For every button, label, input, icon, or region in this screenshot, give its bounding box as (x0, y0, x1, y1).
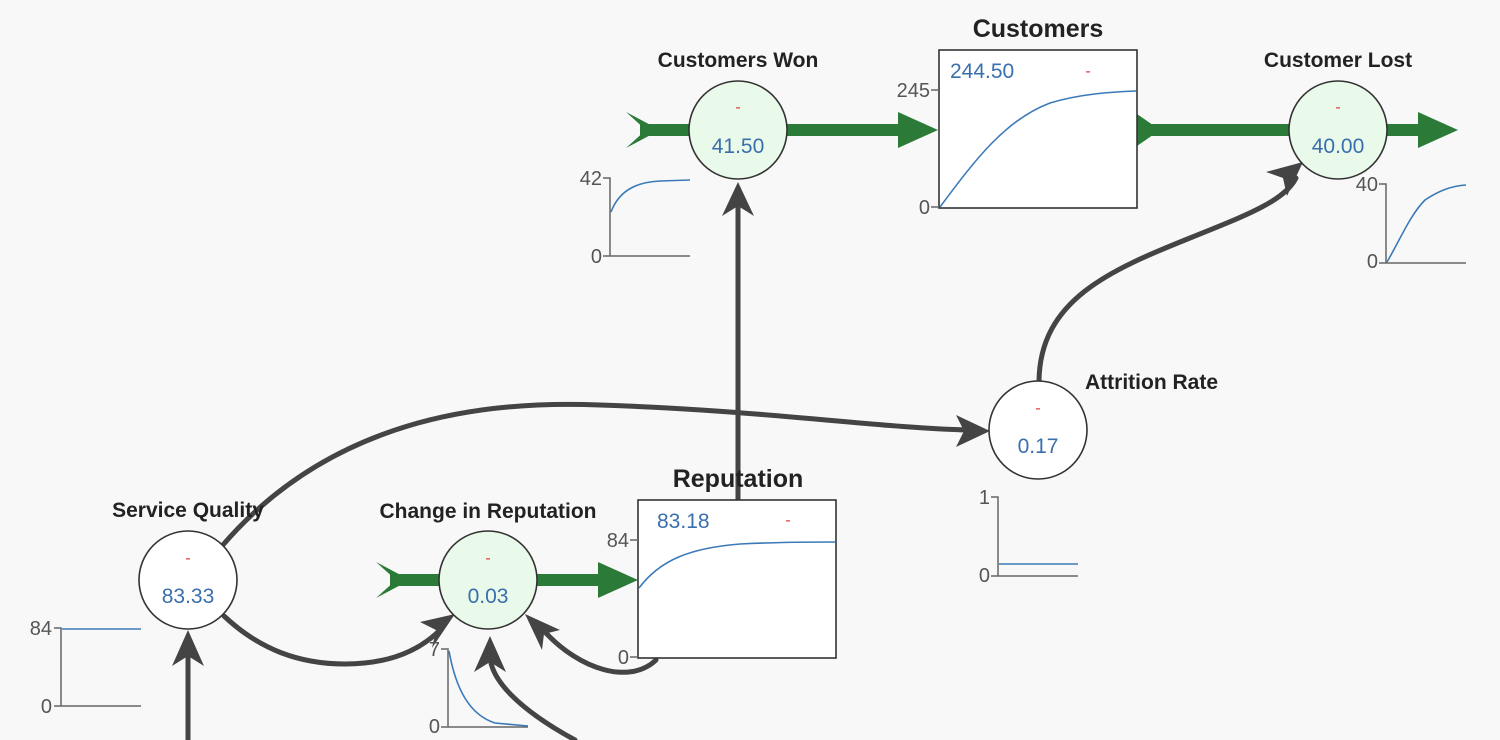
stock-node-reputation[interactable]: Reputation 83.18 - 84 0 (607, 465, 837, 669)
axis-max-label: 84 (607, 530, 629, 552)
axis-min-label: 0 (1367, 251, 1378, 273)
flow-pipe-into-change-in-reputation (376, 562, 440, 598)
axis-max-label: 42 (580, 168, 602, 190)
axis-max-label: 40 (1356, 174, 1378, 196)
axis-min-label: 0 (618, 647, 629, 669)
node-title: Customer Lost (1264, 49, 1412, 72)
axis-min-label: 0 (591, 246, 602, 268)
sparkline-curve (939, 90, 1137, 208)
node-title: Customers (973, 15, 1104, 43)
link-reputation-to-customers-won (722, 182, 754, 503)
stock-box (637, 499, 837, 659)
sparkline-service-quality: 84 0 (30, 618, 141, 718)
axis-min-label: 0 (919, 197, 930, 219)
converter-node-service-quality[interactable]: Service Quality - 83.33 (112, 499, 264, 630)
flow-pipe-won-to-customers (787, 112, 938, 148)
link-offscreen-to-service-quality (172, 630, 204, 740)
flow-node-customer-lost[interactable]: Customer Lost - 40.00 (1264, 49, 1412, 180)
axis-min-label: 0 (429, 716, 440, 738)
node-value: 244.50 (950, 60, 1014, 83)
node-status: - (785, 512, 790, 529)
node-title: Customers Won (658, 49, 819, 72)
node-value: 0.03 (468, 585, 509, 608)
link-service-quality-to-attrition-rate (219, 401, 990, 549)
node-status: - (1035, 400, 1040, 417)
converter-node-attrition-rate[interactable]: Attrition Rate - 0.17 (988, 371, 1218, 480)
flow-node-customers-won[interactable]: Customers Won - 41.50 (658, 49, 819, 180)
sparkline-change-in-reputation: 7 0 (429, 639, 529, 738)
node-value: 0.17 (1018, 435, 1059, 458)
stock-node-customers[interactable]: Customers 244.50 - 245 0 (897, 15, 1138, 219)
link-attrition-rate-to-customer-lost (1036, 162, 1303, 384)
axis-max-label: 7 (429, 639, 440, 661)
sparkline-customers-won: 42 0 (580, 168, 691, 268)
axis-min-label: 0 (979, 565, 990, 587)
node-status: - (485, 550, 490, 567)
sparkline-curve (638, 541, 836, 589)
node-status: - (1085, 63, 1090, 80)
node-value: 41.50 (712, 135, 765, 158)
node-value: 83.33 (162, 585, 215, 608)
flow-pipe-out-of-customer-lost (1387, 112, 1458, 148)
link-offscreen-to-change-in-reputation (474, 636, 578, 740)
sparkline-curve (610, 179, 691, 213)
node-value: 40.00 (1312, 135, 1365, 158)
sparkline-curve (448, 650, 529, 727)
link-service-quality-to-change-in-reputation (221, 613, 455, 667)
node-status: - (1335, 99, 1340, 116)
node-status: - (735, 99, 740, 116)
axis-max-label: 84 (30, 618, 52, 640)
flow-pipe-into-customers-won (626, 112, 690, 148)
sparkline-curve (1386, 184, 1467, 263)
axis-max-label: 1 (979, 487, 990, 509)
node-title: Service Quality (112, 499, 264, 522)
node-status: - (185, 550, 190, 567)
link-reputation-to-change-in-reputation (525, 614, 659, 675)
node-title: Reputation (673, 465, 804, 493)
converter-circle (988, 380, 1088, 480)
node-title: Attrition Rate (1085, 371, 1218, 394)
node-value: 83.18 (657, 510, 710, 533)
flow-circle (1288, 80, 1388, 180)
converter-circle (138, 530, 238, 630)
sparkline-customer-lost: 40 0 (1356, 174, 1467, 273)
flow-pipe-customers-to-lost (1137, 114, 1290, 146)
flow-node-change-in-reputation[interactable]: Change in Reputation - 0.03 (380, 500, 597, 630)
sparkline-attrition-rate: 1 0 (979, 487, 1078, 587)
flow-pipe-change-to-reputation (537, 562, 638, 598)
axis-max-label: 245 (897, 80, 930, 102)
flow-circle (438, 530, 538, 630)
stock-box (938, 49, 1138, 209)
node-title: Change in Reputation (380, 500, 597, 523)
flow-circle (688, 80, 788, 180)
axis-min-label: 0 (41, 696, 52, 718)
